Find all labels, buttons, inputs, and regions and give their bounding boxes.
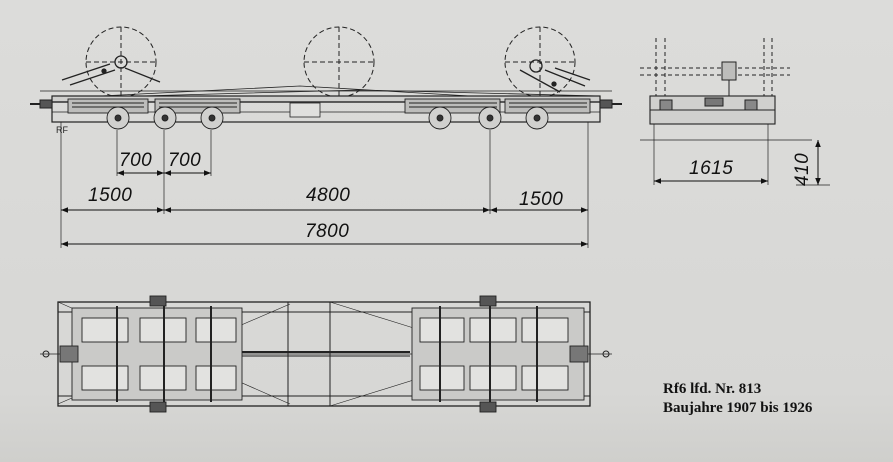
bogie-right [404,98,591,130]
dim-end-width: 1615 [689,158,733,179]
dim-bogie-centers: 4800 [306,185,350,206]
end-view [640,38,830,186]
load-circles [85,26,576,98]
plan-bogie-left [59,295,243,413]
dim-overall-length: 7800 [305,221,349,242]
dim-end-height: 410 [792,153,813,186]
plan-bogie-right [411,295,589,413]
caption: Rf6 lfd. Nr. 813 Baujahre 1907 bis 1926 [663,380,812,418]
hooks [61,55,591,93]
dim-overhang-right: 1500 [519,189,563,210]
caption-line-2: Baujahre 1907 bis 1926 [663,400,813,416]
extension-lines [60,122,589,248]
dim-axle-spacing-left: 700 [119,150,152,171]
side-view [30,26,622,248]
dimension-lines [61,170,588,247]
dim-overhang-left: 1500 [88,185,132,206]
marker-rf: RF [56,125,68,135]
end-view-dimensions [654,140,821,185]
bogie-left [67,98,241,130]
caption-line-1: Rf6 lfd. Nr. 813 [663,381,762,397]
plan-view [40,295,612,413]
dim-axle-spacing-right: 700 [168,150,201,171]
